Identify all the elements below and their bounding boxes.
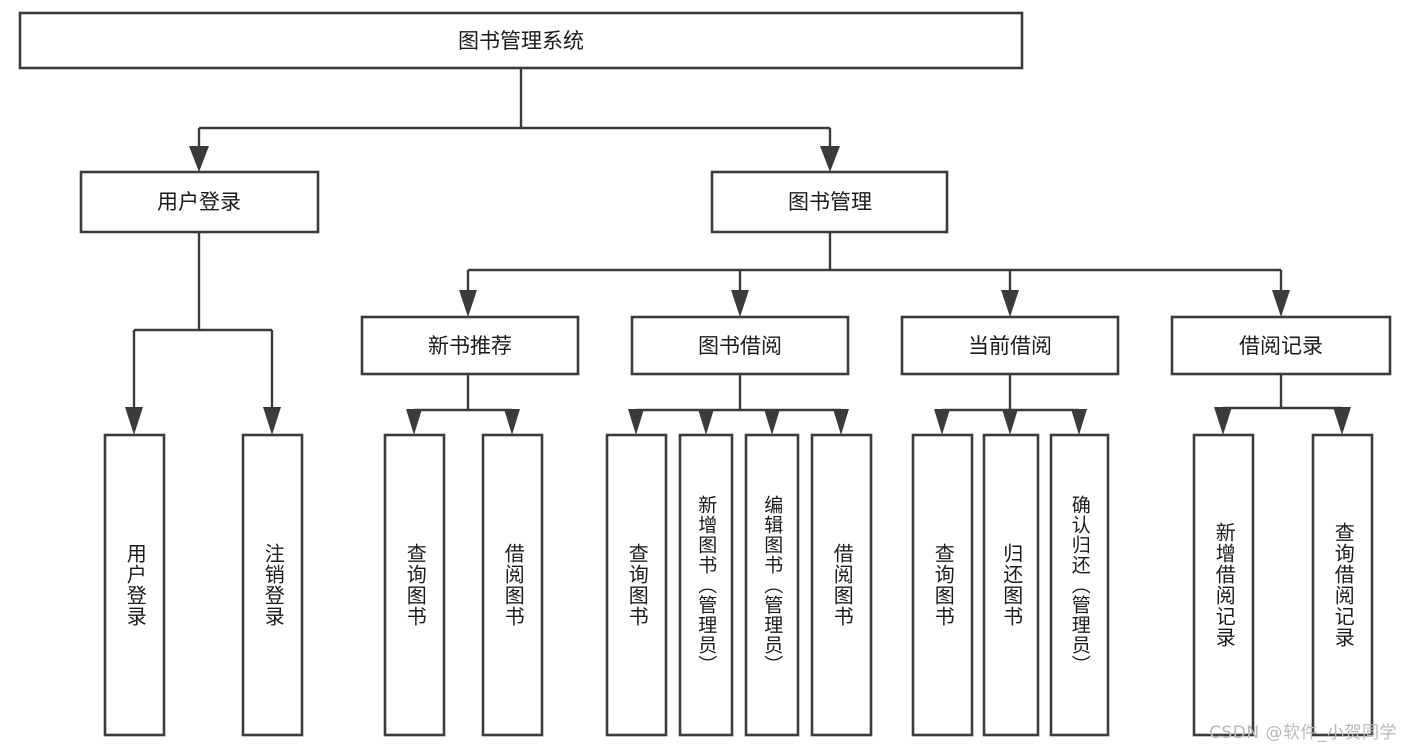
leaf-book-borrow-3-box[interactable] (744, 433, 800, 737)
leaf-book-borrow-4-box[interactable] (810, 433, 873, 737)
arrowhead-new-book-recommend (459, 290, 477, 317)
leaf-borrow-record-1-box[interactable] (1192, 433, 1255, 737)
node-borrow-record-label: 借阅记录 (1239, 334, 1323, 358)
arrowhead-leaf-borrow-record-2 (1333, 407, 1351, 435)
node-root-label: 图书管理系统 (458, 29, 584, 53)
leaf-user-login-2-box[interactable] (241, 433, 304, 737)
leaf-new-book-2-box[interactable] (481, 433, 544, 737)
node-current-borrow-box[interactable] (900, 315, 1120, 376)
csdn-watermark: CSDN @软件_小贺同学 (1209, 723, 1397, 743)
node-book-management-label: 图书管理 (788, 190, 872, 214)
leaf-new-book-1-box[interactable] (383, 433, 446, 737)
leaf-book-borrow-1-box[interactable] (605, 433, 668, 737)
arrowhead-book-borrow (731, 290, 749, 317)
leaf-borrow-record-2-box[interactable] (1311, 433, 1374, 737)
arrowhead-leaf-new-book-1 (406, 409, 422, 435)
node-current-borrow-label: 当前借阅 (968, 334, 1052, 358)
arrowhead-leaf-book-borrow-2 (698, 409, 714, 435)
arrowhead-borrow-record (1272, 290, 1290, 317)
node-root-box[interactable] (18, 11, 1024, 70)
node-user-login-label: 用户登录 (157, 190, 241, 214)
arrowhead-user-login (189, 146, 209, 172)
arrowhead-leaf-user-login-1 (125, 407, 143, 435)
leaf-current-borrow-2-box[interactable] (982, 433, 1040, 737)
arrowhead-leaf-current-borrow-3 (1071, 409, 1087, 435)
arrowhead-leaf-new-book-2 (504, 409, 520, 435)
leaf-current-borrow-1-box[interactable] (911, 433, 974, 737)
node-new-book-recommend-label: 新书推荐 (428, 334, 512, 358)
arrowhead-leaf-book-borrow-1 (628, 409, 644, 435)
arrowhead-leaf-book-borrow-4 (833, 409, 849, 435)
leaf-current-borrow-3-box[interactable] (1049, 433, 1110, 737)
arrowhead-leaf-book-borrow-3 (764, 409, 780, 435)
leaf-book-borrow-2-box[interactable] (678, 433, 734, 737)
arrowhead-leaf-current-borrow-1 (934, 409, 950, 435)
arrowhead-leaf-borrow-record-1 (1214, 407, 1232, 435)
arrowhead-current-borrow (1001, 290, 1019, 317)
arrowhead-leaf-current-borrow-2 (1002, 409, 1018, 435)
node-user-login-box[interactable] (79, 170, 320, 234)
arrowhead-leaf-user-login-2 (263, 407, 281, 435)
node-new-book-recommend-box[interactable] (360, 315, 580, 376)
leaf-user-login-1-box[interactable] (103, 433, 166, 737)
node-book-borrow-label: 图书借阅 (698, 334, 782, 358)
arrowhead-book-management (820, 146, 840, 172)
